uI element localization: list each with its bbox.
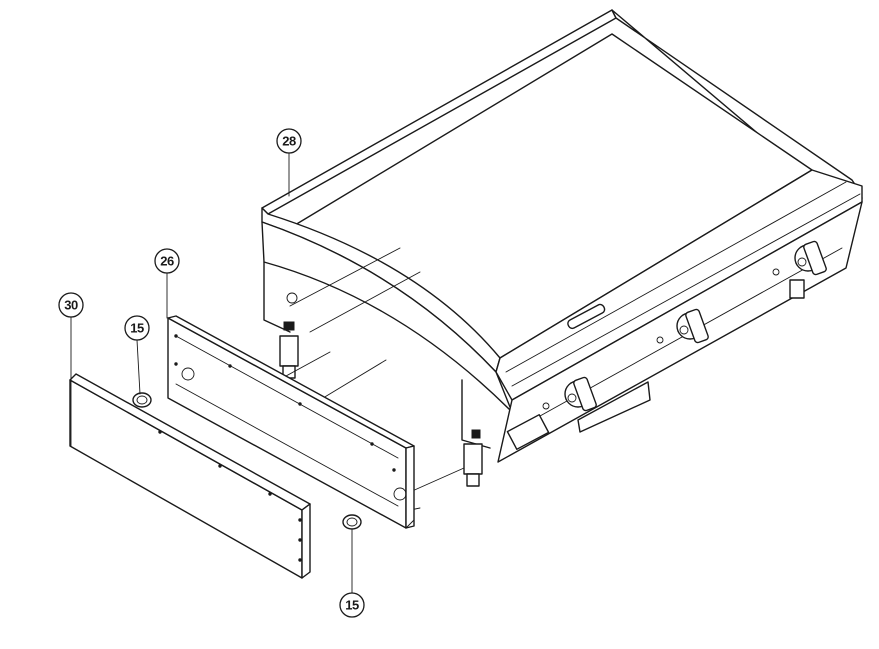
drip-tray <box>577 381 651 433</box>
control-knob <box>676 308 709 344</box>
callout-15-left: 15 <box>124 315 150 341</box>
grease-slot <box>567 303 606 330</box>
callout-15-bottom: 15 <box>339 592 365 618</box>
bushing <box>132 392 152 408</box>
front-cover <box>69 373 311 579</box>
callout-26: 26 <box>154 248 180 274</box>
callout-30-label: 30 <box>64 298 78 313</box>
control-knob <box>564 376 597 412</box>
leader-lines <box>70 152 353 594</box>
griddle-leg <box>789 279 805 299</box>
callout-30: 30 <box>58 292 84 318</box>
control-knob <box>794 240 827 276</box>
callout-15-left-label: 15 <box>130 321 144 336</box>
callout-26-label: 26 <box>160 254 174 269</box>
callout-28-label: 28 <box>282 134 296 149</box>
front-panel <box>167 315 415 529</box>
griddle-assembly <box>261 9 863 487</box>
griddle-leg <box>463 443 483 487</box>
griddle-leg <box>279 335 299 379</box>
callout-15-bottom-label: 15 <box>345 598 359 613</box>
callout-28: 28 <box>276 128 302 154</box>
bushing <box>342 514 362 530</box>
